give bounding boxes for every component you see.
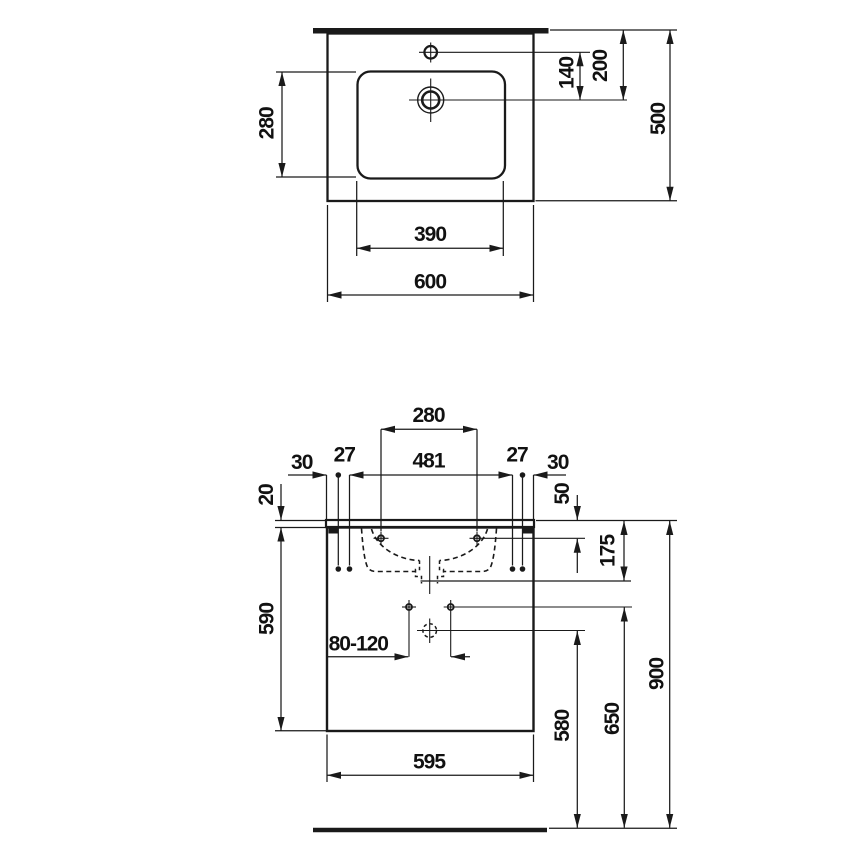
dim-label-650: 650 [601, 703, 624, 735]
fixing-screw-dots [335, 472, 526, 572]
dim-label-280-plan: 280 [256, 107, 279, 139]
dim-label-30-right: 30 [547, 451, 569, 474]
bowl-outline [356, 70, 507, 180]
dim-label-140: 140 [556, 57, 579, 89]
bracket-right [522, 526, 533, 534]
washbasin-rim-section [324, 518, 536, 529]
bracket-left [328, 526, 339, 534]
front-dimension-lines [277, 425, 674, 828]
dim-label-500: 500 [647, 103, 670, 135]
plan-extension-lines [276, 29, 677, 302]
dim-label-50: 50 [551, 483, 574, 505]
drain-hole-icon [409, 78, 627, 122]
dim-label-30-left: 30 [291, 451, 313, 474]
dim-label-27-right: 27 [506, 444, 528, 467]
dim-label-481: 481 [412, 450, 445, 473]
dim-label-175: 175 [597, 534, 620, 567]
washbasin-outline [326, 32, 535, 203]
dim-label-900: 900 [645, 658, 668, 690]
dim-label-200: 200 [589, 50, 612, 82]
basin-fixing-holes [373, 531, 585, 545]
wall-section-bar [313, 28, 549, 34]
front-view: 280 481 27 27 30 30 80-120 595 20 590 50… [255, 404, 677, 833]
dim-label-590: 590 [256, 603, 279, 635]
dim-label-595: 595 [413, 751, 446, 774]
plan-dimension-lines [278, 30, 674, 299]
tap-hole-icon [419, 42, 590, 63]
dim-label-27-left: 27 [334, 444, 356, 467]
vanity-cabinet-outline [325, 526, 535, 733]
dim-label-280-front: 280 [412, 404, 444, 427]
waste-outlet-icon [417, 618, 585, 643]
dim-label-600: 600 [414, 271, 446, 294]
dim-label-80-120: 80-120 [329, 632, 389, 655]
dim-label-20: 20 [255, 484, 278, 506]
supply-connection-holes [402, 600, 632, 657]
dim-label-390: 390 [414, 223, 446, 246]
dim-label-580: 580 [551, 709, 574, 741]
hidden-basin-outline [360, 528, 498, 594]
plan-view: 600 390 280 140 200 500 [256, 28, 677, 302]
front-extension-lines [275, 429, 677, 829]
